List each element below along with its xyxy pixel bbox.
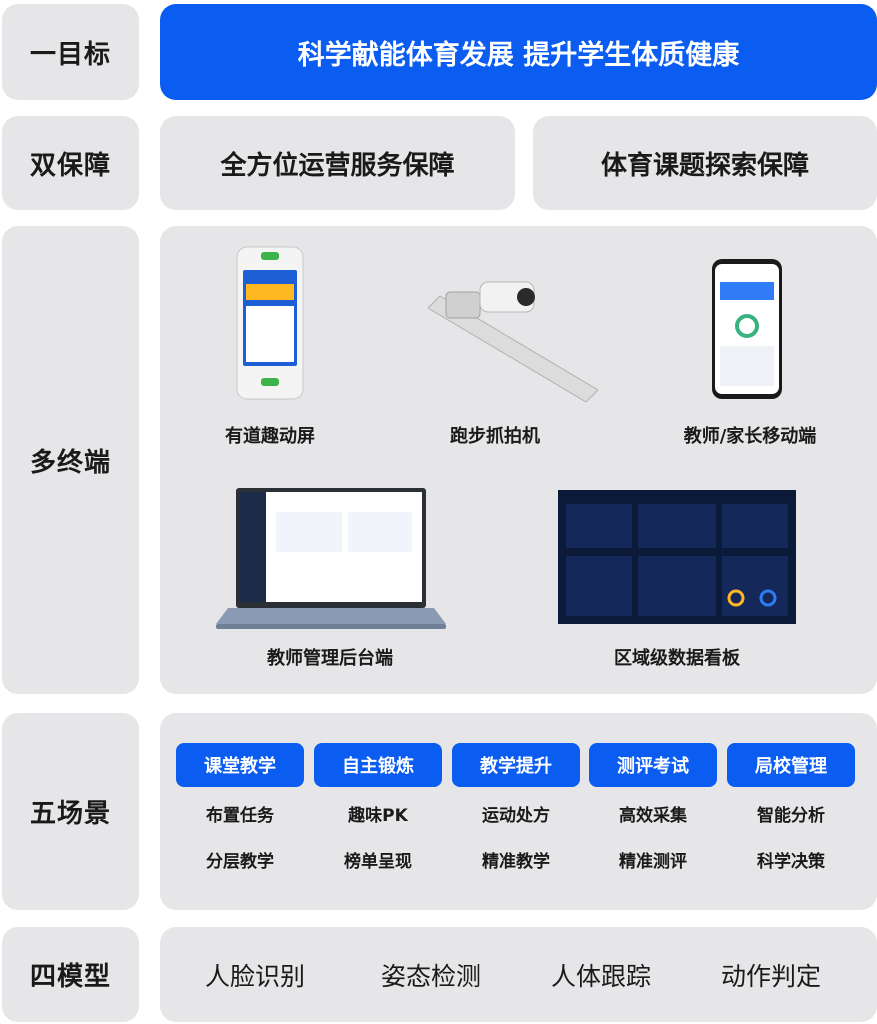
scene-title: 教学提升 xyxy=(452,743,580,787)
scene-title: 自主锻炼 xyxy=(314,743,442,787)
scene-sub-item: 精准教学 xyxy=(482,852,550,872)
device-caption-mobile: 教师/家长移动端 xyxy=(683,426,817,447)
scene-title: 课堂教学 xyxy=(176,743,304,787)
scene-sub-item: 趣味PK xyxy=(348,806,408,826)
dashboard-image xyxy=(558,490,796,624)
scene-column: 教学提升 运动处方 精准教学 xyxy=(452,743,580,872)
device-caption-dashboard: 区域级数据看板 xyxy=(614,648,740,669)
device-caption-admin: 教师管理后台端 xyxy=(267,648,393,669)
model-item: 动作判定 xyxy=(720,961,821,991)
scene-sub-item: 智能分析 xyxy=(757,806,825,826)
scene-column: 课堂教学 布置任务 分层教学 xyxy=(176,743,304,872)
scene-sub-item: 榜单呈现 xyxy=(344,852,412,872)
row-label-guarantee: 双保障 xyxy=(2,116,139,210)
scene-sub-item: 布置任务 xyxy=(206,806,274,826)
kiosk-screen-image xyxy=(236,246,304,400)
scene-sub-item: 分层教学 xyxy=(206,852,274,872)
terminals-panel: 有道趣动屏 跑步抓拍机 教师/家长移动端 教师管理后台端 xyxy=(160,226,877,694)
scene-sub-item: 高效采集 xyxy=(619,806,687,826)
row-label-scenes: 五场景 xyxy=(2,713,139,910)
mobile-phone-image xyxy=(712,259,782,399)
guarantee-item-research: 体育课题探索保障 xyxy=(533,116,877,210)
scene-title: 局校管理 xyxy=(727,743,855,787)
row-label-goal: 一目标 xyxy=(2,4,139,100)
guarantee-item-operations: 全方位运营服务保障 xyxy=(160,116,515,210)
models-panel: 人脸识别 姿态检测 人体跟踪 动作判定 xyxy=(160,927,877,1022)
model-item: 人体跟踪 xyxy=(550,961,651,991)
scene-column: 局校管理 智能分析 科学决策 xyxy=(727,743,855,872)
goal-banner: 科学献能体育发展 提升学生体质健康 xyxy=(160,4,877,100)
model-item: 姿态检测 xyxy=(380,961,481,991)
row-label-models: 四模型 xyxy=(2,927,139,1022)
scenes-panel: 课堂教学 布置任务 分层教学 自主锻炼 趣味PK 榜单呈现 教学提升 运动处方 … xyxy=(160,713,877,910)
model-item: 人脸识别 xyxy=(204,961,305,991)
device-caption-camera: 跑步抓拍机 xyxy=(450,426,540,447)
laptop-image xyxy=(216,488,446,629)
device-caption-kiosk: 有道趣动屏 xyxy=(225,426,315,447)
scene-column: 自主锻炼 趣味PK 榜单呈现 xyxy=(314,743,442,872)
scene-column: 测评考试 高效采集 精准测评 xyxy=(589,743,717,872)
scene-sub-item: 科学决策 xyxy=(757,852,825,872)
scene-title: 测评考试 xyxy=(589,743,717,787)
row-label-terminals: 多终端 xyxy=(2,226,139,694)
scene-sub-item: 精准测评 xyxy=(619,852,687,872)
running-camera-image xyxy=(428,281,598,402)
scene-sub-item: 运动处方 xyxy=(482,806,550,826)
